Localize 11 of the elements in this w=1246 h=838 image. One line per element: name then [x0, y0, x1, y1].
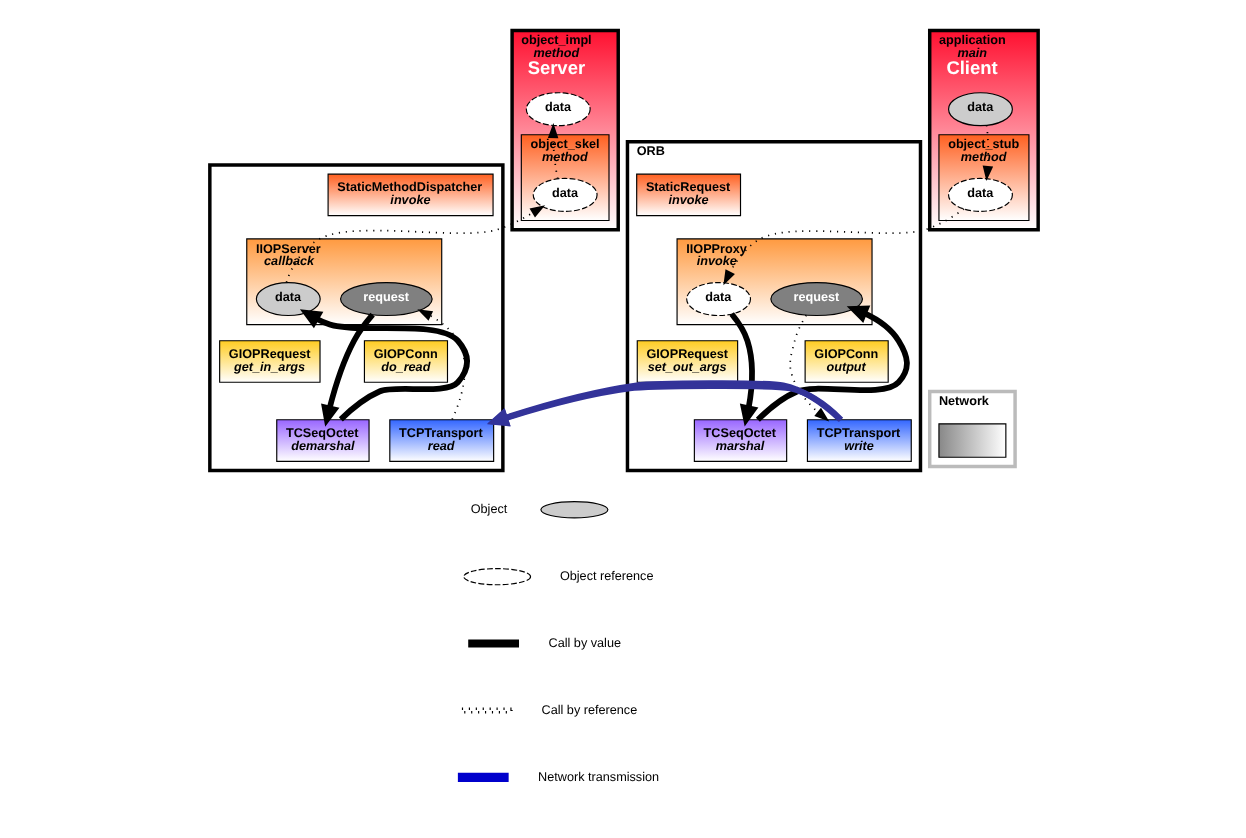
node-box [937, 423, 1006, 458]
cluster [207, 163, 504, 473]
arrow [416, 309, 465, 421]
arrow [981, 124, 993, 181]
arrow [546, 123, 558, 180]
arrow [722, 208, 964, 286]
arrow [754, 305, 909, 422]
arrow [298, 309, 469, 422]
arrow [320, 312, 374, 427]
arrow [728, 312, 758, 427]
arrow [284, 205, 545, 284]
